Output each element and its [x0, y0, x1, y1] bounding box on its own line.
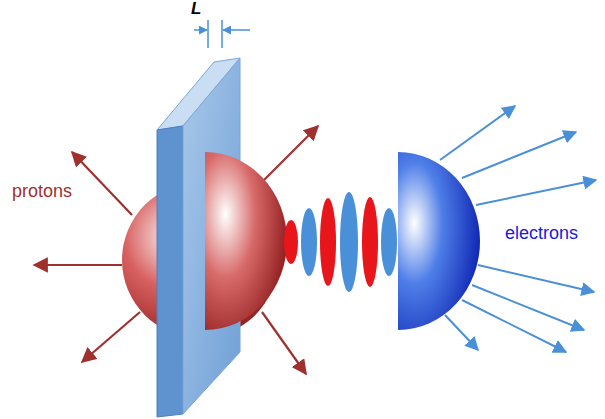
particle-label: protons	[12, 182, 72, 202]
proton-cloud-front	[205, 152, 287, 330]
electron-cloud	[398, 152, 480, 330]
particle-label: electrons	[505, 224, 578, 244]
thickness-dimension	[194, 20, 250, 48]
laser-pulse	[284, 192, 397, 292]
dimension-label: L	[191, 0, 201, 19]
